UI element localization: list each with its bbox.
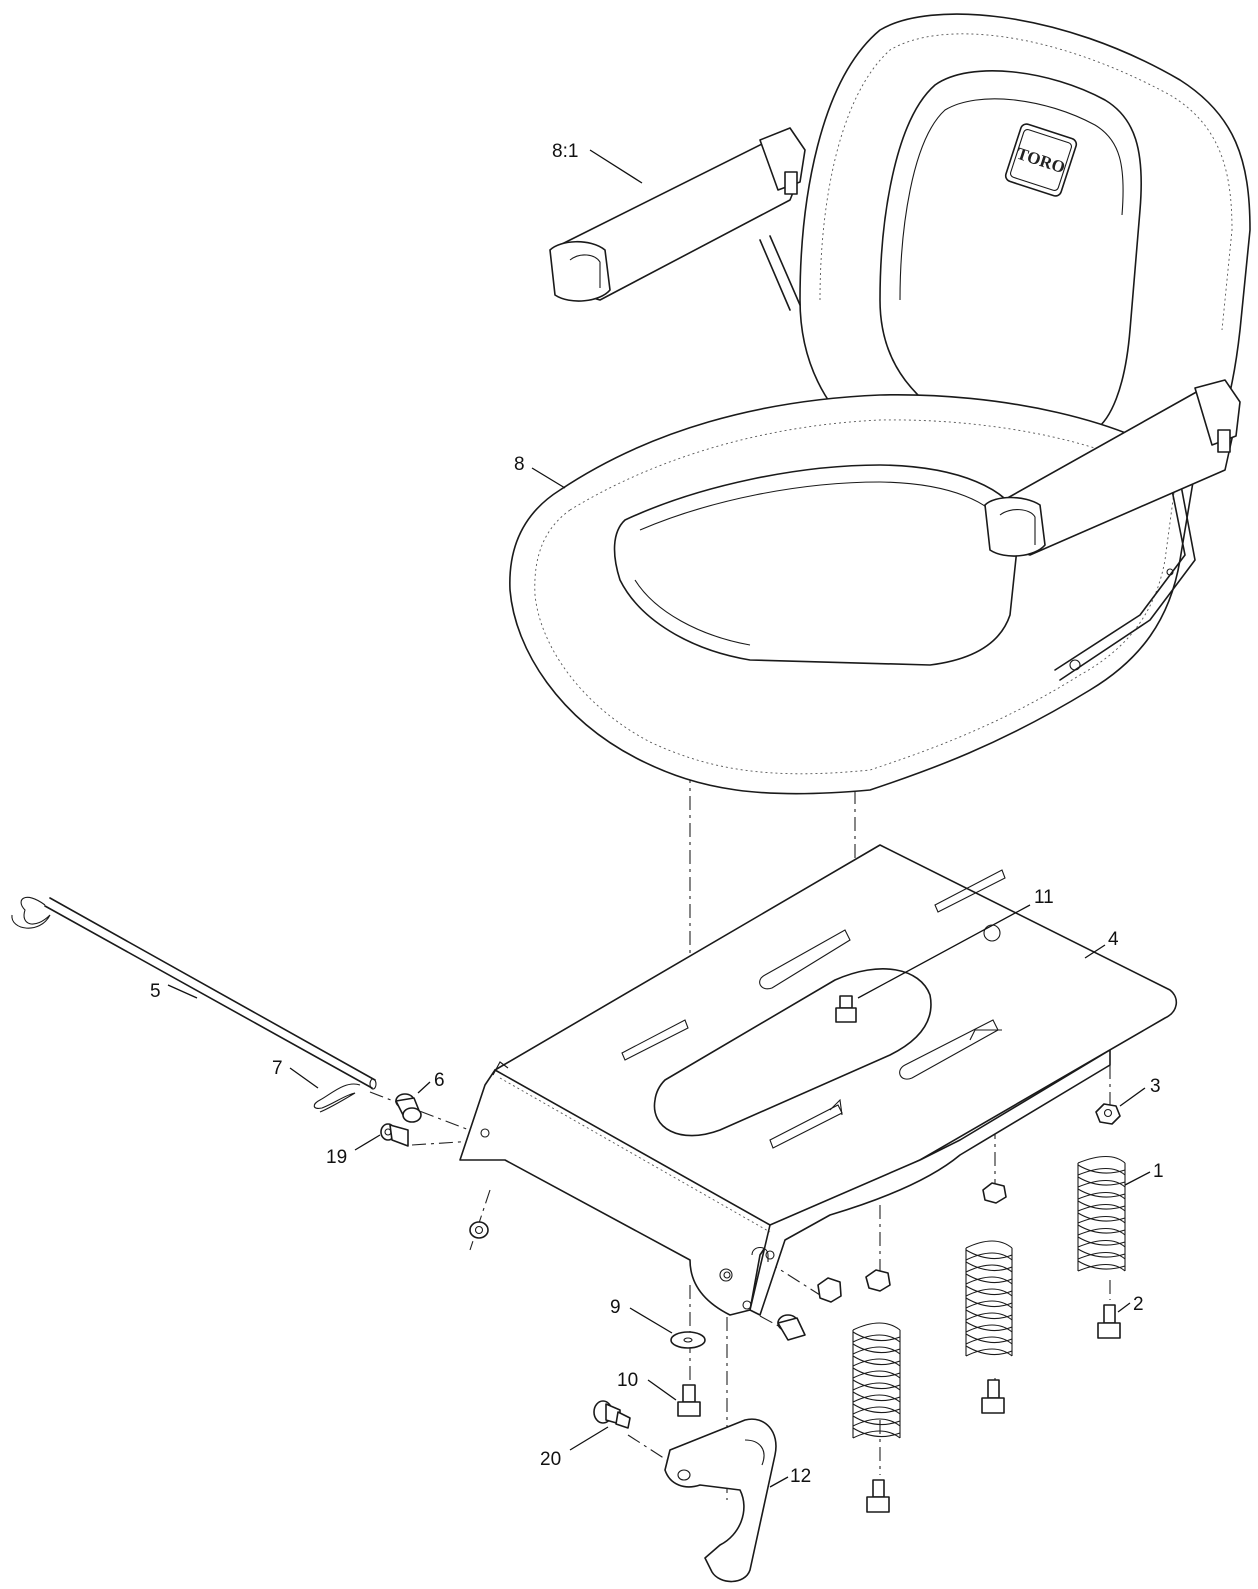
spring-middle: [965, 1182, 1013, 1414]
bolt-20: [593, 1400, 631, 1429]
armrest-right: [984, 379, 1241, 557]
callout-5: 5: [150, 981, 161, 1002]
callout-20: 20: [540, 1449, 561, 1470]
hairpin-clip: [313, 1083, 361, 1113]
callout-4: 4: [1108, 929, 1119, 950]
callout-12: 12: [790, 1466, 811, 1487]
callout-8-1: 8:1: [552, 141, 578, 162]
leaders: [167, 149, 1151, 1488]
nut-3: [1095, 1103, 1121, 1125]
callout-6: 6: [434, 1070, 445, 1091]
spacer-6: [395, 1093, 422, 1123]
callouts: 8:1 8 11 4 5 7 6 3 19 1 2 9 10 20 12: [150, 141, 1164, 1487]
bracket-12: [664, 1418, 777, 1583]
callout-7: 7: [272, 1058, 283, 1079]
seat-back-panel: [879, 70, 1143, 431]
callout-8: 8: [514, 454, 525, 475]
hairpin-top: [11, 896, 51, 929]
spacer-flange-right: [777, 1314, 806, 1341]
washer-9: [670, 1331, 706, 1349]
toro-logo: TORO: [1004, 123, 1078, 197]
callout-10: 10: [617, 1370, 638, 1391]
seat-plate-flange-right: [749, 1049, 1111, 1316]
bolt-10: [677, 1384, 701, 1417]
nut-flange-right: [817, 1277, 842, 1303]
bolt-11: [835, 995, 857, 1023]
bolt-2: [1097, 1304, 1121, 1339]
callout-3: 3: [1150, 1076, 1161, 1097]
seat-plate-oval: [653, 968, 932, 1137]
seat-cushion-recess: [613, 464, 1021, 666]
callout-11: 11: [1034, 887, 1054, 908]
nut-left: [469, 1221, 489, 1239]
seat: TORO: [509, 13, 1251, 795]
callout-1: 1: [1153, 1161, 1164, 1182]
callout-19: 19: [326, 1147, 347, 1168]
seat-plate: [459, 844, 1178, 1316]
seat-plate-flange-left: [459, 1069, 771, 1316]
callout-2: 2: [1133, 1294, 1144, 1315]
spring-1: [1077, 1155, 1126, 1272]
bolt-19: [380, 1123, 409, 1147]
spring-left: [852, 1269, 901, 1513]
rod: [44, 905, 373, 1089]
callout-9: 9: [610, 1297, 621, 1318]
rod-assembly: [11, 896, 377, 1113]
small-parts: [380, 995, 1126, 1583]
armrest-left: [549, 127, 806, 311]
